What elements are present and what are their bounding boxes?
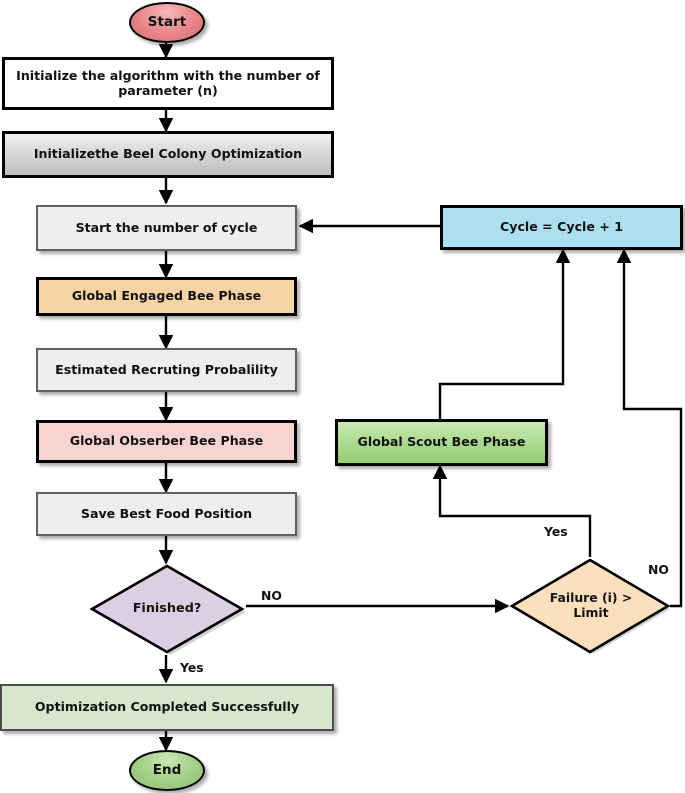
node-start-label: Start <box>147 13 187 30</box>
node-estimated-recruting-probability[interactable]: Estimated Recruting Probalility <box>36 348 297 392</box>
node-start-cycle[interactable]: Start the number of cycle <box>36 205 297 251</box>
node-global-scout-bee-phase-label: Global Scout Bee Phase <box>357 434 526 450</box>
node-cycle-increment[interactable]: Cycle = Cycle + 1 <box>440 205 683 250</box>
edge-label-failure-yes-text: Yes <box>544 524 568 539</box>
node-optimization-completed[interactable]: Optimization Completed Successfully <box>0 684 334 731</box>
node-global-observer-bee-phase-label: Global Obserber Bee Phase <box>69 433 264 449</box>
node-start[interactable]: Start <box>129 2 205 43</box>
node-global-engaged-bee-phase-label: Global Engaged Bee Phase <box>71 288 262 304</box>
node-init-bco-label: Initializethe Beel Colony Optimization <box>33 146 303 162</box>
node-finished-decision[interactable]: Finished? <box>88 563 246 655</box>
edge-failure-no-to-cycle <box>616 248 683 608</box>
edge-label-finished-no: NO <box>261 588 282 603</box>
edge-failure-yes-to-scout <box>432 464 592 557</box>
node-optimization-completed-label: Optimization Completed Successfully <box>34 699 300 715</box>
node-start-cycle-label: Start the number of cycle <box>75 219 258 235</box>
node-save-best-food-position[interactable]: Save Best Food Position <box>36 492 297 536</box>
edge-label-finished-yes: Yes <box>180 660 204 675</box>
edge-label-finished-no-text: NO <box>261 588 282 603</box>
node-estimated-recruting-probability-label: Estimated Recruting Probalility <box>55 361 278 377</box>
node-failure-decision-label-line1: Failure (i) > <box>549 590 633 606</box>
node-init-bco[interactable]: Initializethe Beel Colony Optimization <box>2 131 334 178</box>
edge-label-failure-yes: Yes <box>544 524 568 539</box>
edge-label-finished-yes-text: Yes <box>180 660 204 675</box>
node-save-best-food-position-label: Save Best Food Position <box>80 505 253 521</box>
node-failure-decision[interactable]: Failure (i) > Limit <box>509 557 672 655</box>
node-global-observer-bee-phase[interactable]: Global Obserber Bee Phase <box>36 420 297 463</box>
edge-scout-to-cycle <box>438 248 571 419</box>
node-failure-decision-label-line2: Limit <box>573 605 609 620</box>
node-end[interactable]: End <box>129 750 205 791</box>
node-end-label: End <box>152 761 182 778</box>
finished-diamond-shape <box>89 564 246 655</box>
node-global-engaged-bee-phase[interactable]: Global Engaged Bee Phase <box>36 277 297 316</box>
node-init-parameters[interactable]: Initialize the algorithm with the number… <box>2 57 334 110</box>
edge-label-failure-no: NO <box>648 562 669 577</box>
node-global-scout-bee-phase[interactable]: Global Scout Bee Phase <box>335 419 548 466</box>
node-finished-decision-label: Finished? <box>132 601 202 617</box>
node-init-parameters-label: Initialize the algorithm with the number… <box>16 67 320 98</box>
node-cycle-increment-label: Cycle = Cycle + 1 <box>500 219 623 235</box>
failure-diamond-shape <box>509 558 671 654</box>
edge-label-failure-no-text: NO <box>648 562 669 577</box>
